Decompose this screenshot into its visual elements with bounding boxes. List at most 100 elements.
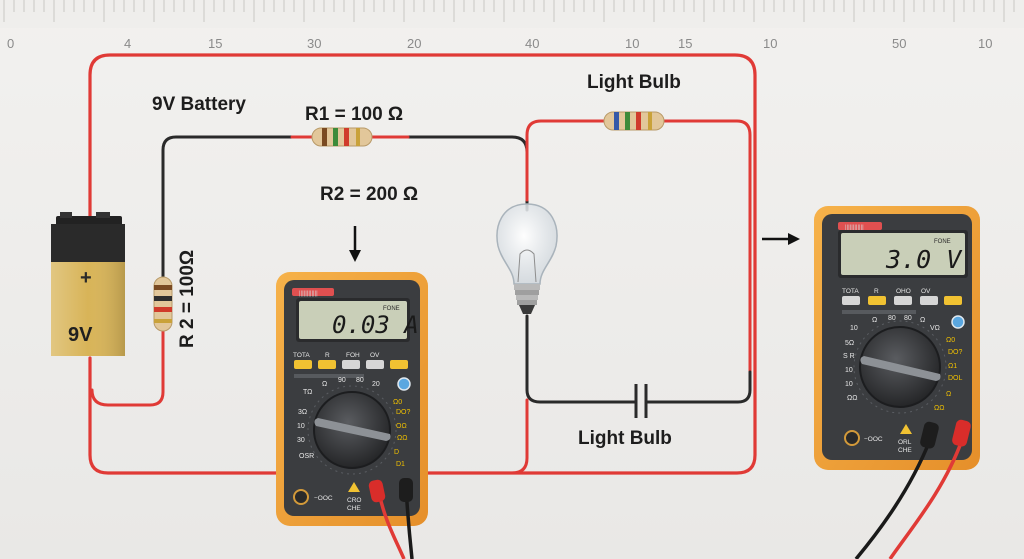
ruler-label: 15 [208, 36, 222, 51]
ruler-label: 40 [525, 36, 539, 51]
black-wire-capacitor [525, 314, 752, 404]
meter-button-label: TOTA [842, 288, 859, 295]
svg-text:OΩ: OΩ [396, 423, 407, 430]
red-wire-outer [88, 53, 757, 475]
svg-text:−OOC: −OOC [314, 495, 333, 502]
svg-text:ΤΩ: ΤΩ [303, 389, 312, 396]
ruler-label: 4 [124, 36, 131, 51]
svg-text:10: 10 [845, 381, 853, 388]
svg-text:D: D [394, 449, 399, 456]
meter-button-label: OHO [896, 288, 911, 295]
resistor-r2 [153, 276, 173, 332]
hold-button[interactable] [342, 360, 360, 369]
svg-text:ΩΩ: ΩΩ [397, 435, 407, 442]
ruler-label: 10 [978, 36, 992, 51]
svg-text:80: 80 [356, 377, 364, 384]
ruler-label: 20 [407, 36, 421, 51]
svg-text:80: 80 [888, 315, 896, 322]
svg-text:Ω: Ω [322, 381, 327, 388]
svg-text:80: 80 [904, 315, 912, 322]
svg-text:DO?: DO? [948, 349, 963, 356]
resistor-r-top-right [603, 111, 665, 131]
svg-text:Ω: Ω [920, 317, 925, 324]
red-wire-battery-branch [90, 318, 165, 407]
black-wire-r1 [161, 135, 529, 280]
ruler: 0 4 15 30 20 40 10 15 10 50 10 [0, 0, 1024, 51]
svg-text:Ω1: Ω1 [948, 363, 957, 370]
red-wire-right-branch [525, 119, 752, 374]
ruler-label: 10 [625, 36, 639, 51]
svg-text:DO?: DO? [396, 409, 411, 416]
svg-text:||||||||||||: |||||||||||| [845, 225, 864, 231]
bulb-bottom-label: Light Bulb [578, 428, 672, 449]
probes-right [854, 419, 971, 559]
svg-text:Ω: Ω [872, 317, 877, 324]
svg-text:Ω0: Ω0 [946, 337, 955, 344]
light-button[interactable] [390, 360, 408, 369]
svg-text:VΩ: VΩ [930, 325, 940, 332]
jack-com[interactable] [844, 430, 860, 446]
range-button[interactable] [318, 360, 336, 369]
svg-text:30: 30 [297, 437, 305, 444]
battery-plus: + [80, 267, 92, 289]
capacitor [634, 384, 648, 418]
svg-text:CRO: CRO [347, 497, 361, 504]
svg-text:Ω0: Ω0 [393, 399, 402, 406]
svg-text:ΩΩ: ΩΩ [847, 395, 857, 402]
hold-button[interactable] [894, 296, 912, 305]
lcd-value-right: 3.0 V [885, 245, 963, 274]
ov-button[interactable] [366, 360, 384, 369]
svg-text:CHE: CHE [347, 505, 361, 512]
svg-text:90: 90 [338, 377, 346, 384]
r1-label: R1 = 100 Ω [305, 104, 403, 125]
svg-text:3Ω: 3Ω [298, 409, 307, 416]
svg-text:ORL: ORL [898, 439, 912, 446]
down-arrow [349, 226, 361, 262]
svg-text:DOL: DOL [948, 375, 963, 382]
red-wire-bulb-bottom [510, 398, 529, 475]
battery-voltage: 9V [68, 324, 93, 346]
svg-text:10: 10 [845, 367, 853, 374]
ruler-label: 50 [892, 36, 906, 51]
ruler-label: 15 [678, 36, 692, 51]
svg-text:10: 10 [850, 325, 858, 332]
jack-com[interactable] [293, 489, 309, 505]
func-button[interactable] [842, 296, 860, 305]
meter-button-label: R [874, 288, 879, 295]
light-bulb [496, 203, 558, 314]
resistor-r1 [311, 127, 373, 147]
svg-text:5Ω: 5Ω [845, 340, 854, 347]
svg-text:Ω: Ω [946, 391, 951, 398]
ov-button[interactable] [920, 296, 938, 305]
range-button[interactable] [868, 296, 886, 305]
func-button[interactable] [294, 360, 312, 369]
probes-left [368, 478, 414, 559]
ruler-label: 30 [307, 36, 321, 51]
battery-9v: + 9V [51, 212, 125, 356]
r2-label: R2 = 200 Ω [320, 184, 418, 205]
right-arrow [762, 233, 800, 245]
lcd-display-right [841, 233, 965, 275]
light-button[interactable] [944, 296, 962, 305]
svg-text:||||||||||||: |||||||||||| [299, 291, 318, 297]
svg-text:CHE: CHE [898, 447, 912, 454]
multimeter-left: |||||||||||| FONE 0.03 A TOTA R FOH OV Τ… [276, 272, 428, 526]
power-button[interactable] [397, 377, 411, 391]
meter-button-label: OV [370, 352, 380, 359]
meter-button-label: R [325, 352, 330, 359]
ruler-label: 0 [7, 36, 14, 51]
svg-text:20: 20 [372, 381, 380, 388]
svg-text:D1: D1 [396, 461, 405, 468]
power-button[interactable] [951, 315, 965, 329]
lcd-display-left [299, 301, 407, 339]
svg-text:−OOC: −OOC [864, 436, 883, 443]
svg-text:S R: S R [843, 353, 855, 360]
lcd-tag-left: FONE [383, 306, 400, 312]
meter-button-label: FOH [346, 352, 360, 359]
svg-text:ΩΩ: ΩΩ [934, 405, 944, 412]
r2-vertical-label: R 2 = 100Ω [177, 250, 198, 348]
ruler-label: 10 [763, 36, 777, 51]
svg-text:10: 10 [297, 423, 305, 430]
lcd-tag-right: FONE [934, 239, 951, 245]
